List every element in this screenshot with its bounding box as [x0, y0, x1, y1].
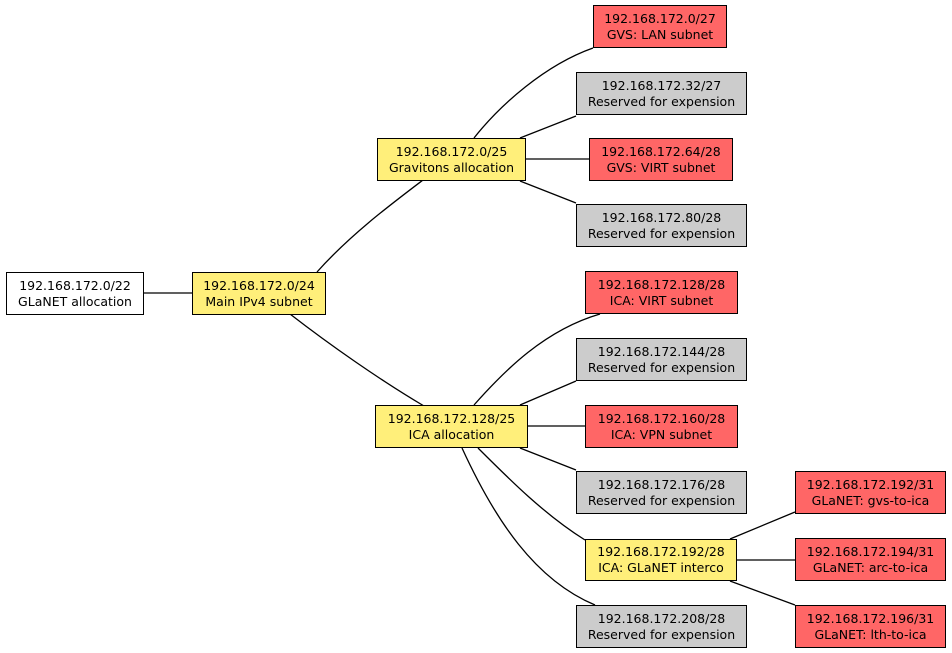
node-ica-virt-subnet[interactable]: 192.168.172.128/28 ICA: VIRT subnet: [585, 271, 738, 314]
node-gravitons-allocation[interactable]: 192.168.172.0/25 Gravitons allocation: [377, 138, 526, 181]
node-cidr: 192.168.172.192/28: [597, 544, 725, 559]
node-cidr: 192.168.172.0/22: [19, 277, 131, 293]
edge-ica-res-144: [519, 380, 577, 406]
edge-main-gravitons: [316, 179, 424, 273]
node-cidr: 192.168.172.194/31: [806, 543, 935, 559]
node-label: ICA: VPN subnet: [610, 426, 713, 442]
edge-ica-ica-virt: [473, 313, 601, 406]
edge-interco-lth-to-ica: [729, 580, 796, 606]
node-label: GLaNET allocation: [18, 293, 132, 309]
node-cidr: 192.168.172.192/31: [806, 476, 935, 492]
node-cidr: 192.168.172.144/28: [597, 343, 726, 359]
node-main-subnet[interactable]: 192.168.172.0/24 Main IPv4 subnet: [192, 272, 326, 315]
node-reserved-144[interactable]: 192.168.172.144/28 Reserved for expensio…: [576, 338, 747, 381]
edge-gravitons-res-80: [519, 180, 577, 204]
node-label: Reserved for expension: [587, 225, 736, 241]
node-reserved-176[interactable]: 192.168.172.176/28 Reserved for expensio…: [576, 471, 747, 514]
node-label: Gravitons allocation: [388, 159, 515, 175]
edge-main-ica: [289, 313, 425, 407]
edge-gravitons-gvs-lan: [473, 47, 594, 139]
node-label: ICA allocation: [408, 426, 495, 442]
node-glanet-arc-to-ica[interactable]: 192.168.172.194/31 GLaNET: arc-to-ica: [795, 538, 946, 581]
node-cidr: 192.168.172.128/25: [387, 410, 516, 426]
edge-ica-ica-interco: [477, 447, 586, 541]
node-cidr: 192.168.172.64/28: [601, 143, 721, 159]
node-label: GVS: VIRT subnet: [606, 159, 716, 175]
node-label: GLaNET: lth-to-ica: [814, 626, 927, 642]
node-cidr: 192.168.172.0/24: [203, 277, 315, 293]
node-gvs-virt-subnet[interactable]: 192.168.172.64/28 GVS: VIRT subnet: [589, 138, 733, 181]
node-ica-allocation[interactable]: 192.168.172.128/25 ICA allocation: [375, 405, 528, 448]
edge-gravitons-res-32: [519, 115, 577, 139]
node-cidr: 192.168.172.176/28: [597, 476, 726, 492]
node-cidr: 192.168.172.160/28: [597, 410, 726, 426]
node-cidr: 192.168.172.208/28: [597, 610, 726, 626]
node-label: ICA: VIRT subnet: [609, 292, 714, 308]
node-reserved-80[interactable]: 192.168.172.80/28 Reserved for expension: [576, 204, 747, 247]
node-cidr: 192.168.172.0/25: [395, 143, 508, 159]
node-gvs-lan-subnet[interactable]: 192.168.172.0/27 GVS: LAN subnet: [593, 5, 727, 48]
node-glanet-lth-to-ica[interactable]: 192.168.172.196/31 GLaNET: lth-to-ica: [795, 605, 946, 648]
node-cidr: 192.168.172.0/27: [604, 10, 716, 26]
node-ica-vpn-subnet[interactable]: 192.168.172.160/28 ICA: VPN subnet: [585, 405, 738, 448]
node-label: GVS: LAN subnet: [606, 26, 714, 42]
node-cidr: 192.168.172.80/28: [601, 209, 722, 225]
node-label: GLaNET: gvs-to-ica: [811, 492, 930, 508]
edge-interco-gvs-to-ica: [729, 511, 796, 540]
node-label: Reserved for expension: [587, 93, 736, 109]
node-root-allocation[interactable]: 192.168.172.0/22 GLaNET allocation: [6, 272, 144, 315]
node-ica-glanet-interco[interactable]: 192.168.172.192/28 ICA: GLaNET interco: [585, 539, 737, 581]
node-cidr: 192.168.172.196/31: [806, 610, 935, 626]
node-reserved-208[interactable]: 192.168.172.208/28 Reserved for expensio…: [576, 605, 747, 648]
node-label: GLaNET: arc-to-ica: [812, 559, 929, 575]
edge-ica-res-208: [461, 447, 596, 606]
edge-ica-res-176: [519, 447, 577, 471]
node-label: Main IPv4 subnet: [205, 293, 313, 309]
node-label: Reserved for expension: [587, 492, 736, 508]
node-reserved-32[interactable]: 192.168.172.32/27 Reserved for expension: [576, 72, 747, 115]
node-label: Reserved for expension: [587, 359, 736, 375]
node-cidr: 192.168.172.32/27: [601, 77, 722, 93]
node-label: ICA: GLaNET interco: [598, 560, 724, 575]
node-label: Reserved for expension: [587, 626, 736, 642]
node-glanet-gvs-to-ica[interactable]: 192.168.172.192/31 GLaNET: gvs-to-ica: [795, 471, 946, 514]
node-cidr: 192.168.172.128/28: [597, 276, 726, 292]
